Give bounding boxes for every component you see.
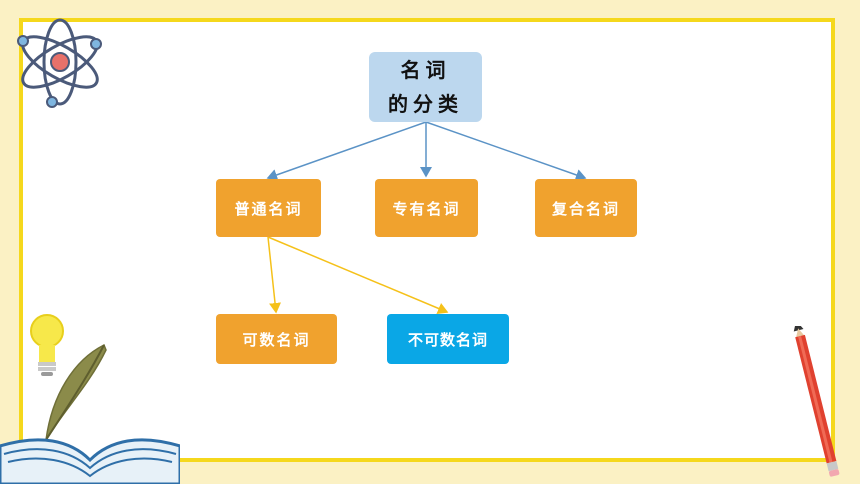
arrow-common-to-uncountable bbox=[267, 236, 449, 315]
node-proper-noun: 专有名词 bbox=[375, 179, 478, 237]
atom-icon bbox=[17, 18, 102, 108]
node-countable-noun: 可数名词 bbox=[216, 314, 337, 364]
root-label-line1: 名词 bbox=[400, 58, 451, 82]
pencil-icon bbox=[793, 326, 840, 477]
node-label: 普通名词 bbox=[234, 199, 303, 218]
node-uncountable-noun: 不可数名词 bbox=[387, 314, 509, 364]
node-compound-noun: 复合名词 bbox=[535, 179, 637, 237]
root-label-line2: 的分类 bbox=[388, 92, 463, 116]
arrow-root-to-compound bbox=[425, 121, 587, 181]
node-label: 专有名词 bbox=[392, 199, 461, 218]
open-book-icon bbox=[0, 438, 180, 484]
root-node: 名词 的分类 bbox=[369, 52, 482, 122]
node-label: 可数名词 bbox=[242, 330, 311, 349]
node-label: 不可数名词 bbox=[407, 330, 488, 349]
lightbulb-icon bbox=[30, 314, 64, 376]
node-label: 复合名词 bbox=[551, 199, 620, 218]
arrow-root-to-common bbox=[266, 121, 427, 181]
arrow-common-to-countable bbox=[267, 236, 282, 314]
node-common-noun: 普通名词 bbox=[216, 179, 321, 237]
